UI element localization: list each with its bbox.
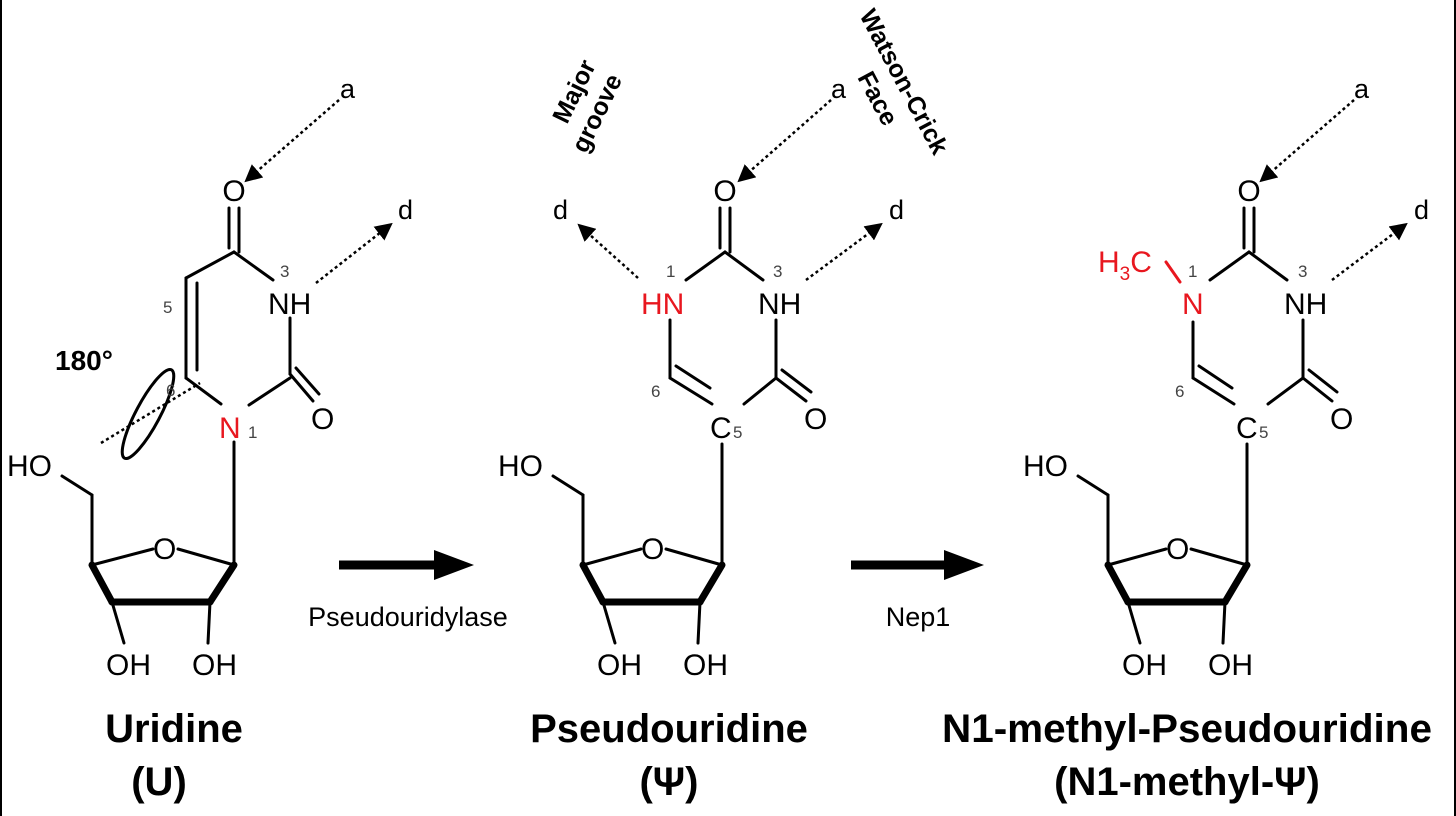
reaction-arrow-1: Pseudouridylase <box>308 550 508 632</box>
uridine-structure: O NH N O HO O OH OH 3 5 6 1 a d 180° Uri… <box>7 74 413 804</box>
rotation-angle-label: 180° <box>55 345 113 376</box>
n1mpsi-5-hydroxyl: HO <box>1023 450 1068 483</box>
pseudouridine-abbreviation: (Ψ) <box>639 760 698 804</box>
uridine-abbreviation: (U) <box>131 760 187 804</box>
pseudouridine-name: Pseudouridine <box>530 707 808 751</box>
pseudouridylase-label: Pseudouridylase <box>308 602 508 632</box>
pseudouridine-carbonyl-oxygen: O <box>713 175 736 208</box>
nep1-label: Nep1 <box>886 602 951 632</box>
pseudouridine-c5: C <box>710 412 732 445</box>
pseudouridine-2-hydroxyl: OH <box>683 649 728 682</box>
methyl-h: H <box>1098 246 1120 279</box>
n1mpsi-number-5: 5 <box>1259 423 1268 442</box>
uridine-donor-label: d <box>398 195 413 225</box>
n1mpsi-acceptor-label: a <box>1354 74 1370 104</box>
n1mpsi-number-6: 6 <box>1175 382 1184 401</box>
n1mpsi-2-hydroxyl: OH <box>1208 649 1253 682</box>
pseudouridine-5-hydroxyl: HO <box>498 450 543 483</box>
n1-methyl-pseudouridine-name: N1-methyl-Pseudouridine <box>942 707 1432 751</box>
methyl-group: H3C <box>1098 246 1152 285</box>
n1mpsi-n3h: NH <box>1284 288 1327 321</box>
uridine-number-5: 5 <box>163 298 172 317</box>
right-border <box>1454 0 1456 816</box>
n1mpsi-number-1: 1 <box>1188 262 1197 281</box>
pseudouridine-donor-label-left: d <box>553 195 568 225</box>
uridine-number-1: 1 <box>248 423 257 442</box>
uridine-n3h: NH <box>268 288 311 321</box>
uridine-acceptor-label: a <box>340 74 356 104</box>
pseudouridine-number-3: 3 <box>773 262 782 281</box>
uridine-c2-oxygen: O <box>311 403 334 436</box>
pseudouridine-c4-oxygen: O <box>804 403 827 436</box>
n1mpsi-donor-label: d <box>1414 195 1429 225</box>
n1mpsi-c4-oxygen: O <box>1330 403 1353 436</box>
uridine-2-hydroxyl: OH <box>192 649 237 682</box>
pseudouridine-number-1: 1 <box>666 262 675 281</box>
n1-methyl-pseudouridine-abbreviation: (N1-methyl-Ψ) <box>1054 760 1320 804</box>
left-border <box>0 0 2 816</box>
pseudouridine-ring-oxygen: O <box>641 533 664 566</box>
n1mpsi-c5: C <box>1236 412 1258 445</box>
uridine-number-6: 6 <box>166 381 175 400</box>
pseudouridine-3-hydroxyl: OH <box>597 649 642 682</box>
major-groove-label: Major groove <box>547 55 628 157</box>
pseudouridine-number-5: 5 <box>733 423 742 442</box>
uridine-ring-oxygen: O <box>153 533 176 566</box>
uridine-number-3: 3 <box>280 262 289 281</box>
pseudouridine-number-6: 6 <box>651 382 660 401</box>
pseudouridine-structure: O NH HN C O HO O OH OH 1 3 6 5 a d d Maj… <box>498 5 954 804</box>
n1mpsi-3-hydroxyl: OH <box>1122 649 1167 682</box>
n1-methyl-pseudouridine-structure: O NH N H3C C O HO O OH OH 1 3 6 5 a d N1… <box>942 74 1432 804</box>
n1mpsi-n1: N <box>1182 288 1204 321</box>
reaction-arrow-2: Nep1 <box>851 550 984 632</box>
uridine-carbonyl-oxygen: O <box>222 175 245 208</box>
methyl-c: C <box>1130 246 1152 279</box>
uridine-name: Uridine <box>105 707 243 751</box>
pseudouridine-acceptor-label: a <box>831 74 847 104</box>
uridine-5-hydroxyl: HO <box>7 450 52 483</box>
pseudouridine-n3h: NH <box>758 288 801 321</box>
n1mpsi-carbonyl-oxygen: O <box>1237 175 1260 208</box>
pseudouridine-n1h: HN <box>641 288 684 321</box>
n1mpsi-ring-oxygen: O <box>1166 533 1189 566</box>
uridine-n1: N <box>219 412 241 445</box>
n1mpsi-number-3: 3 <box>1298 262 1307 281</box>
pseudouridine-donor-label-right: d <box>889 195 904 225</box>
methyl-subscript: 3 <box>1120 264 1131 285</box>
uridine-3-hydroxyl: OH <box>106 649 151 682</box>
